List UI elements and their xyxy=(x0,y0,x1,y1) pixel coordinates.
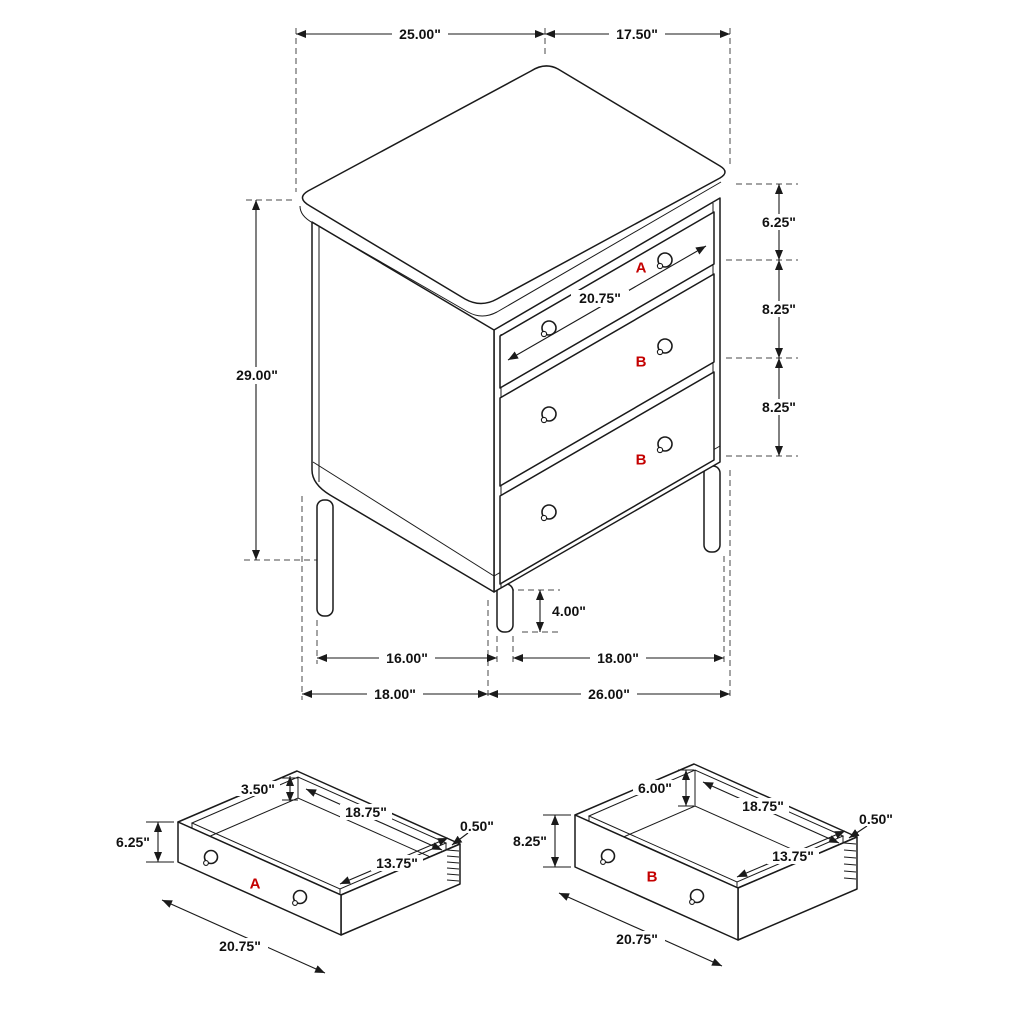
knob-icon xyxy=(540,406,557,424)
dim-a-front-height-label: 6.25" xyxy=(116,834,150,850)
dim-b-inner-width-label: 18.75" xyxy=(742,798,784,814)
left-leg xyxy=(316,499,334,617)
dim-leg-spacing-depth: 16.00" xyxy=(317,650,497,666)
dim-leg-spacing-width: 18.00" xyxy=(513,650,724,666)
top-slab-edge xyxy=(299,181,722,317)
dim-overall-height-label: 29.00" xyxy=(236,367,278,383)
dim-a-front-width: 20.75" xyxy=(161,899,326,974)
dim-drawer-b2-height: 8.25" xyxy=(757,358,801,456)
chest-legs xyxy=(316,465,721,633)
dim-base-width: 26.00" xyxy=(488,686,730,702)
dim-leg-height-label: 4.00" xyxy=(552,603,586,619)
dim-leg-spacing-width-label: 18.00" xyxy=(597,650,639,666)
knob-icon xyxy=(600,848,616,865)
dim-a-inner-depth-label: 13.75" xyxy=(376,855,418,871)
right-leg xyxy=(703,465,721,553)
drawer-b2-front xyxy=(499,371,715,585)
dim-b-inner-depth-label: 13.75" xyxy=(772,848,814,864)
dim-a-side-thickness-label: 0.50" xyxy=(460,818,494,834)
dim-drawer-front-width-label: 20.75" xyxy=(579,290,621,306)
dim-base-width-label: 26.00" xyxy=(588,686,630,702)
dim-b-front-height: 8.25" xyxy=(508,814,571,868)
dim-overall-height: 29.00" xyxy=(228,200,286,560)
dim-base-depth: 18.00" xyxy=(302,686,488,702)
drawer-a-letter: A xyxy=(636,260,647,277)
dim-drawer-b-height-label: 8.25" xyxy=(762,301,796,317)
dim-top-width-label: 25.00" xyxy=(399,26,441,42)
dim-top-width: 25.00" xyxy=(296,26,545,42)
dim-a-inner-depth: 13.75" xyxy=(339,837,449,885)
dim-a-inner-height-label: 3.50" xyxy=(241,781,275,797)
dim-a-side-thickness: 0.50" xyxy=(451,818,499,846)
chest-top-face xyxy=(301,65,726,305)
dim-drawer-front-width: 20.75" xyxy=(507,245,707,361)
drawer-b-letter: B xyxy=(636,354,647,371)
drawer-a-view-letter: A xyxy=(250,876,261,893)
dim-a-front-height: 6.25" xyxy=(111,821,174,863)
front-leg xyxy=(496,583,514,633)
drawer-a-detail-view: A 3.50" 18.75" 0.50" 13.75" xyxy=(111,770,499,974)
dim-drawer-a-height-label: 6.25" xyxy=(762,214,796,230)
knob-icon xyxy=(656,436,673,454)
knob-icon xyxy=(540,504,557,522)
dim-a-front-width-label: 20.75" xyxy=(219,938,261,954)
chest-left-face xyxy=(311,221,495,593)
drawer-b-detail-view: B 6.00" 18.75" 0.50" 13.75" xyxy=(508,763,898,967)
dim-b-side-thickness: 0.50" xyxy=(848,811,898,839)
dim-b-inner-height: 6.00" xyxy=(633,769,694,807)
drawer-b-joint-hatching xyxy=(843,842,857,880)
dim-b-inner-depth: 13.75" xyxy=(736,830,846,878)
drawer-b-view-letter: B xyxy=(647,869,658,886)
dim-a-inner-height: 3.50" xyxy=(236,776,298,802)
dim-b-side-thickness-label: 0.50" xyxy=(859,811,893,827)
chest-isometric-view: A B B 25.00" 17.50" 6.25" 8.25" 8.25" xyxy=(228,26,801,702)
dim-top-depth: 17.50" xyxy=(545,26,730,42)
dim-a-inner-width-label: 18.75" xyxy=(345,804,387,820)
dim-b-front-width: 20.75" xyxy=(558,892,723,967)
extension-lines xyxy=(244,28,798,700)
dim-b-front-height-label: 8.25" xyxy=(513,833,547,849)
drawer-b2-letter: B xyxy=(636,452,647,469)
dim-drawer-a-height: 6.25" xyxy=(757,184,801,260)
knob-icon xyxy=(203,849,219,866)
dim-b-inner-height-label: 6.00" xyxy=(638,780,672,796)
dim-base-depth-label: 18.00" xyxy=(374,686,416,702)
dim-b-front-width-label: 20.75" xyxy=(616,931,658,947)
dim-top-depth-label: 17.50" xyxy=(616,26,658,42)
dim-drawer-b-height: 8.25" xyxy=(757,260,801,358)
dim-leg-height: 4.00" xyxy=(536,590,592,632)
drawer-a-joint-hatching xyxy=(446,849,460,882)
dim-leg-spacing-depth-label: 16.00" xyxy=(386,650,428,666)
dim-drawer-b2-height-label: 8.25" xyxy=(762,399,796,415)
